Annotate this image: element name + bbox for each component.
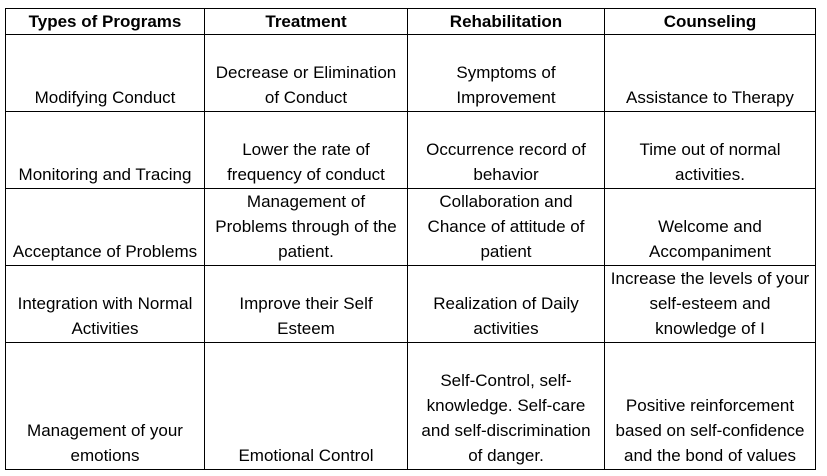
header-rehabilitation: Rehabilitation: [407, 8, 605, 35]
table-cell-program: Integration with Normal Activities: [5, 265, 205, 343]
table-cell-counseling: Time out of normal activities.: [604, 111, 816, 189]
table-cell-treatment: Decrease or Elimination of Conduct: [204, 34, 408, 112]
table-cell-treatment: Emotional Control: [204, 342, 408, 470]
table-cell-program: Management of your emotions: [5, 342, 205, 470]
table-row: Monitoring and Tracing Lower the rate of…: [5, 111, 816, 189]
table-cell-counseling: Welcome and Accompaniment: [604, 188, 816, 266]
table-cell-program: Modifying Conduct: [5, 34, 205, 112]
table-header-row: Types of Programs Treatment Rehabilitati…: [5, 8, 816, 35]
table-row: Modifying Conduct Decrease or Eliminatio…: [5, 34, 816, 112]
table-cell-treatment: Management of Problems through of the pa…: [204, 188, 408, 266]
table-cell-rehabilitation: Self-Control, self-knowledge. Self-care …: [407, 342, 605, 470]
table-cell-rehabilitation: Collaboration and Chance of attitude of …: [407, 188, 605, 266]
programs-table: Types of Programs Treatment Rehabilitati…: [5, 8, 816, 470]
programs-table-container: Types of Programs Treatment Rehabilitati…: [5, 8, 816, 470]
table-cell-program: Monitoring and Tracing: [5, 111, 205, 189]
table-cell-program: Acceptance of Problems: [5, 188, 205, 266]
table-cell-counseling: Assistance to Therapy: [604, 34, 816, 112]
header-types-of-programs: Types of Programs: [5, 8, 205, 35]
table-row: Integration with Normal Activities Impro…: [5, 265, 816, 343]
table-cell-rehabilitation: Occurrence record of behavior: [407, 111, 605, 189]
table-row: Management of your emotions Emotional Co…: [5, 342, 816, 470]
header-counseling: Counseling: [604, 8, 816, 35]
table-cell-rehabilitation: Realization of Daily activities: [407, 265, 605, 343]
table-row: Acceptance of Problems Management of Pro…: [5, 188, 816, 266]
header-treatment: Treatment: [204, 8, 408, 35]
table-cell-counseling: Increase the levels of your self-esteem …: [604, 265, 816, 343]
table-cell-rehabilitation: Symptoms of Improvement: [407, 34, 605, 112]
table-cell-treatment: Lower the rate of frequency of conduct: [204, 111, 408, 189]
table-cell-counseling: Positive reinforcement based on self-con…: [604, 342, 816, 470]
table-cell-treatment: Improve their Self Esteem: [204, 265, 408, 343]
